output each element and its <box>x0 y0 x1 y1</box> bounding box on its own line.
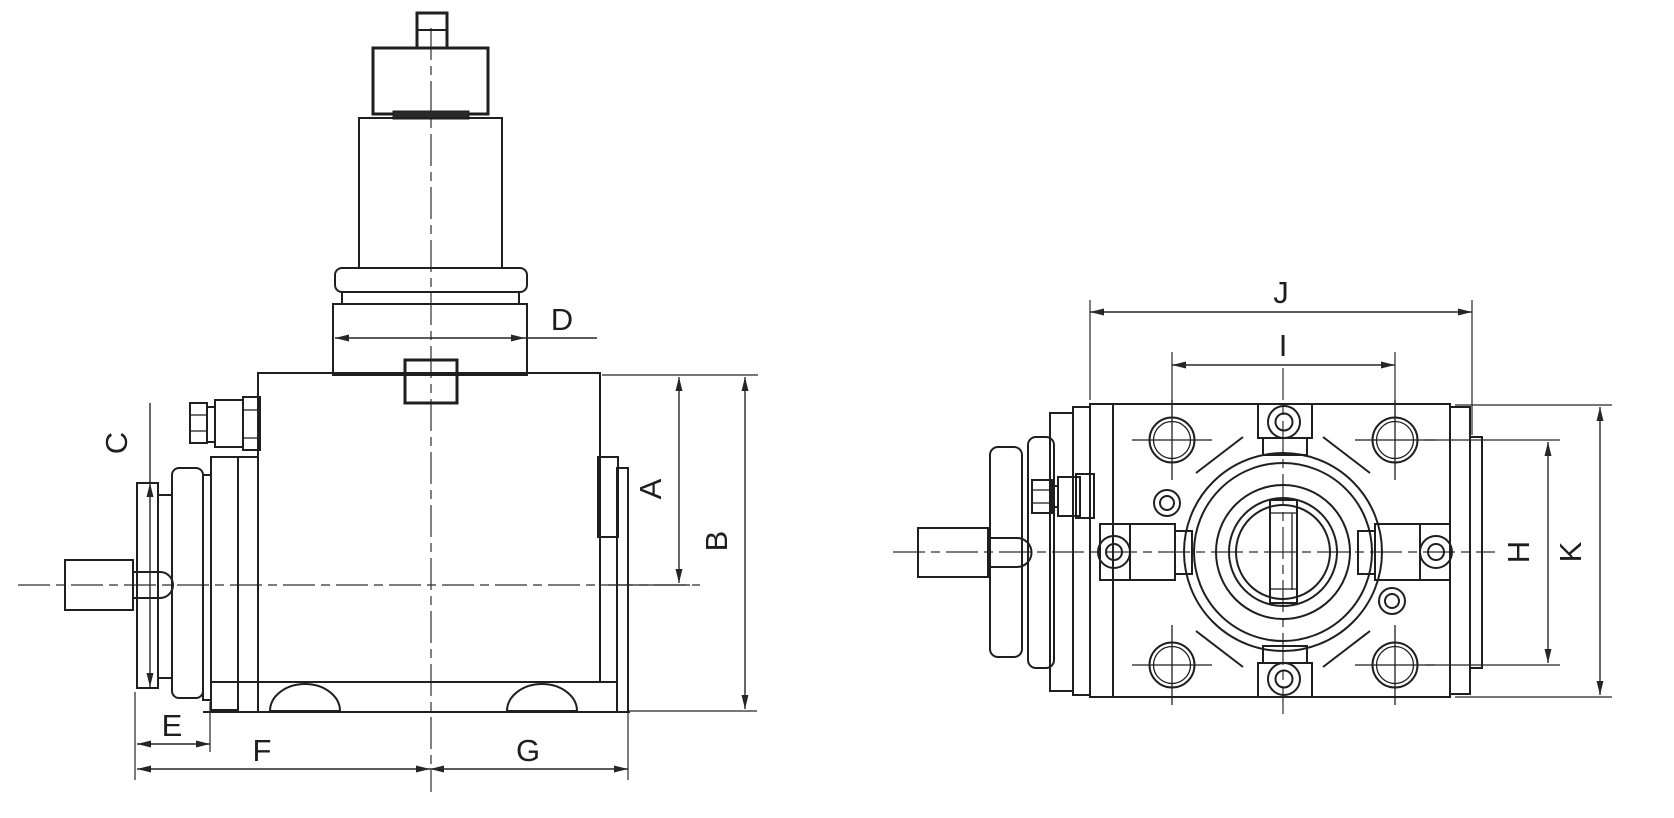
left-clamp-block <box>1097 523 1193 581</box>
dimension-I: I <box>1171 328 1396 416</box>
front-view: J I H K <box>893 275 1612 714</box>
body-outline <box>257 372 601 683</box>
right-plate <box>1449 406 1471 695</box>
spindle-flange-block <box>332 303 528 376</box>
front-body <box>1089 403 1483 698</box>
front-shaft-nose <box>988 537 1033 568</box>
housing-plate <box>210 456 239 711</box>
keyway-slot <box>1269 499 1298 604</box>
bolt-bottom-right <box>1355 625 1435 705</box>
dimension-H: H <box>1425 439 1560 666</box>
grease-nipple <box>189 396 261 451</box>
front-plate <box>237 456 259 713</box>
dimension-D: D <box>335 302 597 342</box>
pin-hole-lower-right <box>1378 587 1406 615</box>
dimension-K: K <box>1455 404 1612 698</box>
central-bore <box>1183 452 1383 652</box>
dimension-label-j: J <box>1273 275 1289 310</box>
bottom-pad <box>1257 645 1313 698</box>
bolt-bottom-left <box>1132 625 1212 705</box>
dimension-label-b: B <box>699 531 734 552</box>
right-clamp-block <box>1357 523 1453 581</box>
corner-bolts <box>1132 400 1435 705</box>
right-mount-plate <box>1469 436 1483 669</box>
front-grease-nipple <box>1031 473 1095 519</box>
gearbox-body <box>203 372 630 713</box>
spindle <box>332 11 528 405</box>
top-pad <box>1257 403 1313 456</box>
output-shaft <box>64 559 134 611</box>
dimension-C: C <box>99 403 154 687</box>
front-shaft <box>917 527 989 578</box>
output-flange-stack <box>64 456 259 713</box>
dimension-label-f: F <box>253 733 272 768</box>
front-flange-stack <box>917 406 1091 696</box>
bearing-cover <box>171 467 204 699</box>
foot-left <box>268 683 342 712</box>
drive-key <box>403 358 459 405</box>
foot-right <box>505 683 579 712</box>
side-view: D C A B E F G <box>18 11 758 792</box>
dimension-label-i: I <box>1279 328 1288 363</box>
dimension-label-k: K <box>1553 541 1588 562</box>
dimension-J: J <box>1089 275 1473 435</box>
dimension-label-g: G <box>516 733 540 768</box>
dimension-label-e: E <box>162 708 183 743</box>
dimension-label-h: H <box>1501 541 1536 563</box>
shaft-nose <box>133 571 174 599</box>
dimension-A-B: A B <box>602 374 758 712</box>
dimension-E-F-G: E F G <box>134 692 629 780</box>
dimension-label-c: C <box>99 432 134 454</box>
pin-hole-upper-left <box>1153 489 1181 517</box>
dimension-label-a: A <box>633 478 668 499</box>
dimension-label-d: D <box>551 302 573 337</box>
